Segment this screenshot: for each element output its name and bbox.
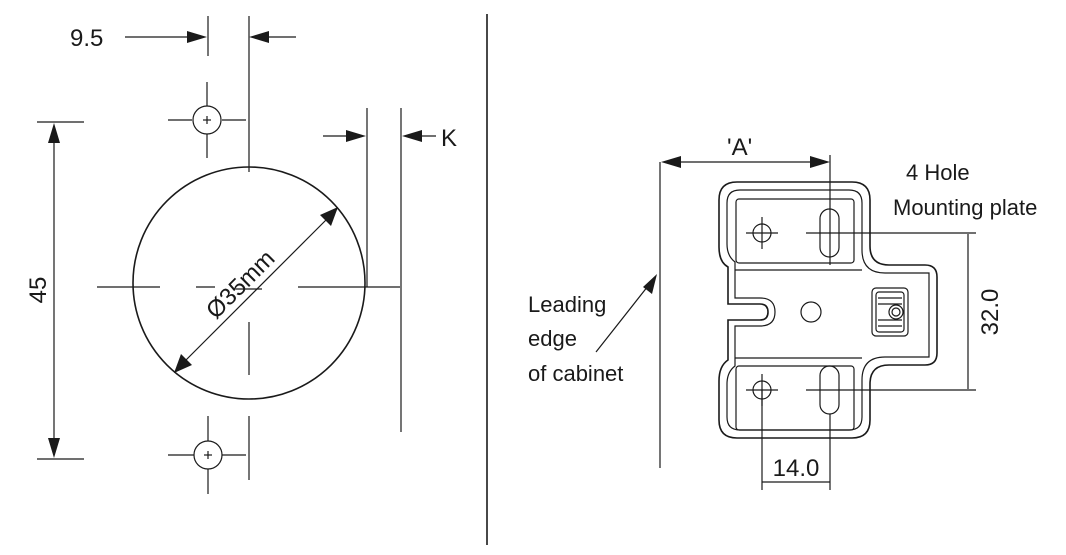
diameter-arrow-upper bbox=[320, 207, 338, 226]
width-dimension: 14.0 bbox=[761, 390, 831, 490]
diameter-line bbox=[185, 219, 327, 361]
edge-leader-arrow bbox=[643, 274, 657, 294]
diameter-arrow-lower bbox=[174, 354, 192, 373]
cam-screw-head bbox=[888, 304, 904, 320]
plate-label-line2: Mounting plate bbox=[893, 195, 1037, 220]
diameter-label: Ø35mm bbox=[201, 245, 280, 324]
k-label: K bbox=[441, 125, 457, 152]
mounting-plate-view: 'A' bbox=[528, 134, 1037, 490]
diameter-dimension: Ø35mm bbox=[174, 207, 338, 373]
mounting-plate-inner-outline bbox=[726, 189, 930, 431]
a-label: 'A' bbox=[727, 134, 752, 161]
a-dimension: 'A' bbox=[661, 134, 831, 265]
screw-hole-top bbox=[168, 82, 246, 158]
spacing-label: 32.0 bbox=[977, 289, 1004, 336]
plus-circle-icon bbox=[193, 440, 223, 470]
height-arrow-top bbox=[48, 123, 60, 143]
edge-leader-line bbox=[595, 285, 649, 353]
width-label: 14.0 bbox=[773, 455, 820, 482]
screw-hole-bottom bbox=[168, 416, 246, 494]
spacing-dimension: 32.0 bbox=[856, 232, 1004, 391]
mounting-plate-outline bbox=[718, 181, 938, 439]
height-label: 45 bbox=[25, 277, 52, 304]
centre-hole bbox=[800, 301, 822, 323]
offset-arrow-left bbox=[249, 31, 269, 43]
offset-arrow-right bbox=[187, 31, 207, 43]
offset-dimension: 9.5 bbox=[70, 16, 296, 56]
plus-circle-icon bbox=[192, 105, 222, 135]
k-arrow-left bbox=[402, 130, 422, 142]
k-arrow-right bbox=[346, 130, 366, 142]
edge-label-line2: edge bbox=[528, 326, 577, 351]
a-arrow-left bbox=[661, 156, 681, 168]
edge-label-line3: of cabinet bbox=[528, 361, 623, 386]
edge-label-line1: Leading bbox=[528, 292, 606, 317]
a-arrow-right bbox=[810, 156, 830, 168]
cup-hole-view: 9.5 bbox=[25, 16, 457, 494]
adjustment-screw bbox=[871, 287, 909, 337]
cam-screw-inner bbox=[891, 307, 901, 317]
cam-body bbox=[875, 291, 905, 333]
height-dimension: 45 bbox=[25, 121, 84, 460]
offset-label: 9.5 bbox=[70, 25, 103, 52]
cup-hole-circle bbox=[132, 166, 366, 400]
height-arrow-bottom bbox=[48, 438, 60, 458]
bottom-pocket bbox=[735, 365, 855, 431]
cam-housing bbox=[871, 287, 909, 337]
k-dimension: K bbox=[323, 108, 457, 432]
top-pocket bbox=[735, 198, 855, 264]
plate-label-line1: 4 Hole bbox=[906, 160, 970, 185]
